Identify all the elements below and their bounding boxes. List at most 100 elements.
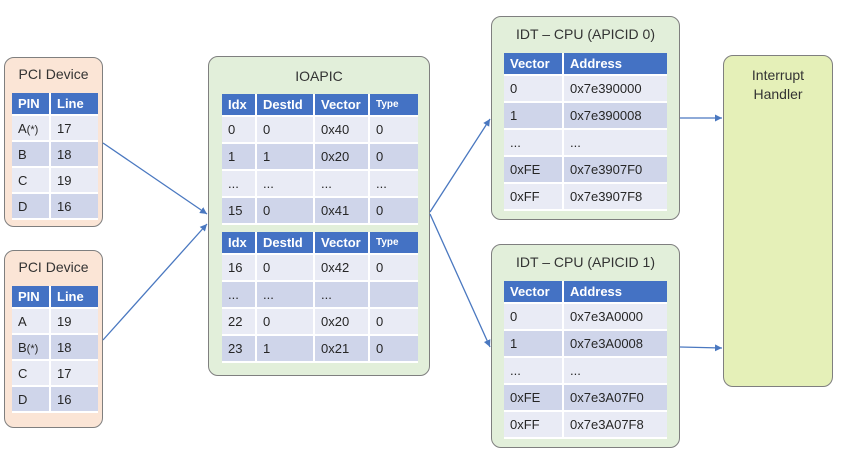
table-cell: 0 (257, 117, 315, 144)
table-cell: 0 (370, 309, 418, 336)
table-cell: 1 (257, 336, 315, 363)
table-header-row: Idx DestId Vector Type (222, 94, 418, 117)
table-row: 0xFE 0x7e3A07F0 (504, 385, 667, 412)
idt-cpu1-table: Vector Address 0 0x7e3A0000 1 0x7e3A0008… (504, 281, 667, 439)
pin-label: D (18, 391, 28, 407)
column-header: Address (564, 281, 667, 304)
table-cell: ... (564, 358, 667, 385)
pin-label: A (18, 313, 27, 329)
table-row: 0 0x7e3A0000 (504, 304, 667, 331)
column-header: Vector (315, 232, 370, 255)
idt-cpu0-title: IDT – CPU (APICID 0) (516, 26, 655, 42)
column-header: Type (370, 232, 418, 255)
ioapic-box: IOAPIC Idx DestId Vector Type 0 0 0x40 0… (208, 56, 430, 376)
table-cell: 0x7e3907F0 (564, 157, 667, 184)
pin-cell: A(*) (12, 116, 51, 142)
table-cell: 0 (257, 255, 315, 282)
column-header: Vector (504, 53, 564, 76)
table-cell: 15 (222, 198, 257, 225)
table-cell: 0x20 (315, 309, 370, 336)
column-header: DestId (257, 94, 315, 117)
pin-cell: D (12, 387, 51, 413)
table-cell: 1 (504, 331, 564, 358)
interrupt-handler-title-line-1: Interrupt (751, 67, 805, 83)
arrow-idt-cpu1-to-handler (679, 344, 723, 352)
pci-device-box-2: PCI Device PIN Line A 19 B(*) 18 C 17 D … (4, 250, 103, 428)
table-cell: 0 (222, 117, 257, 144)
table-cell: 0 (257, 198, 315, 225)
table-cell: ... (315, 171, 370, 198)
column-header: Vector (315, 94, 370, 117)
column-header: Vector (504, 281, 564, 304)
line-cell: 19 (51, 168, 98, 194)
pci-device-title-2: PCI Device (18, 259, 89, 275)
column-header: Idx (222, 232, 257, 255)
table-cell: 0x41 (315, 198, 370, 225)
table-cell: 0x7e3A07F0 (564, 385, 667, 412)
table-cell: 0x7e3A0000 (564, 304, 667, 331)
pci-device-title-1: PCI Device (18, 66, 89, 82)
pin-cell: A (12, 309, 51, 335)
table-row: A 19 (12, 309, 98, 335)
table-row: 0xFE 0x7e3907F0 (504, 157, 667, 184)
pin-cell: B (12, 142, 51, 168)
table-cell: 0x20 (315, 144, 370, 171)
table-cell: ... (222, 171, 257, 198)
table-cell: ... (504, 358, 564, 385)
arrow-ioapic-to-idt-cpu0 (429, 118, 491, 213)
pin-label: C (18, 172, 28, 188)
idt-cpu0-box: IDT – CPU (APICID 0) Vector Address 0 0x… (491, 16, 680, 220)
table-header-row: PIN Line (12, 286, 98, 309)
table-row: ... ... (504, 358, 667, 385)
table-header-row: Vector Address (504, 281, 667, 304)
ioapic-redirection-table-1: Idx DestId Vector Type 0 0 0x40 0 1 1 0x… (222, 94, 418, 225)
column-header: Type (370, 94, 418, 117)
pin-label: B (18, 146, 27, 162)
table-cell: ... (222, 282, 257, 309)
table-row: 1 0x7e390008 (504, 103, 667, 130)
table-header-row: PIN Line (12, 93, 98, 116)
table-cell: 0x7e390008 (564, 103, 667, 130)
pin-label: C (18, 365, 28, 381)
table-row: B(*) 18 (12, 335, 98, 361)
pin-cell: D (12, 194, 51, 220)
table-row: ... ... (504, 130, 667, 157)
table-cell: 23 (222, 336, 257, 363)
pci-device-table-1: PIN Line A(*) 17 B 18 C 19 D 16 (12, 93, 98, 220)
ioapic-title: IOAPIC (295, 68, 343, 84)
column-header: Line (51, 286, 98, 309)
line-cell: 17 (51, 361, 98, 387)
table-row: C 19 (12, 168, 98, 194)
table-row: 23 1 0x21 0 (222, 336, 418, 363)
table-cell: 0 (370, 144, 418, 171)
table-row: D 16 (12, 387, 98, 413)
table-cell: 0x7e3907F8 (564, 184, 667, 211)
table-cell: 16 (222, 255, 257, 282)
table-cell: 0x40 (315, 117, 370, 144)
pin-label: B (18, 339, 27, 355)
line-cell: 19 (51, 309, 98, 335)
line-cell: 16 (51, 387, 98, 413)
line-cell: 18 (51, 335, 98, 361)
table-row: ... ... ... ... (222, 171, 418, 198)
table-row: 1 1 0x20 0 (222, 144, 418, 171)
arrow-pci2-to-ioapic (102, 223, 208, 341)
table-header-row: Vector Address (504, 53, 667, 76)
column-header: PIN (12, 93, 51, 116)
table-cell: 0xFF (504, 184, 564, 211)
table-row: A(*) 17 (12, 116, 98, 142)
table-cell: 0 (504, 76, 564, 103)
pci-device-box-1: PCI Device PIN Line A(*) 17 B 18 C 19 D … (4, 57, 103, 227)
table-row: 1 0x7e3A0008 (504, 331, 667, 358)
table-cell: 0 (370, 117, 418, 144)
table-row: 15 0 0x41 0 (222, 198, 418, 225)
table-cell (370, 282, 418, 309)
pin-label: A (18, 120, 27, 136)
column-header: Address (564, 53, 667, 76)
arrow-ioapic-to-idt-cpu1 (429, 213, 491, 348)
line-cell: 18 (51, 142, 98, 168)
table-cell: 1 (222, 144, 257, 171)
table-cell: 0xFF (504, 412, 564, 439)
idt-cpu1-box: IDT – CPU (APICID 1) Vector Address 0 0x… (491, 244, 680, 448)
